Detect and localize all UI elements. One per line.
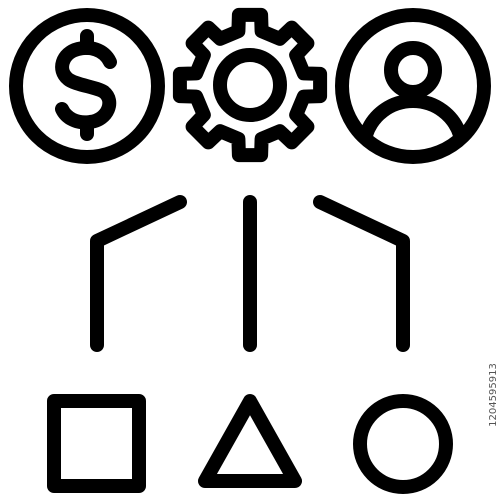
dollar-sign-s-icon (55, 40, 117, 130)
dollar-coin-icon (9, 8, 165, 164)
triangle-shape-icon (198, 394, 302, 488)
user-profile-icon (335, 8, 491, 164)
left-bent-connector (90, 195, 187, 352)
user-head-icon (384, 41, 442, 99)
right-bent-connector (313, 195, 410, 352)
watermark-id-text: 1204595913 (488, 363, 499, 427)
coin-outline (9, 8, 165, 164)
gear-hub (213, 48, 287, 122)
square-shape-icon (47, 394, 146, 493)
user-shoulders-icon (359, 94, 467, 142)
gear-icon (172, 7, 328, 163)
gear-outline (172, 7, 328, 163)
profile-outline (335, 8, 491, 164)
circle-shape-icon (353, 394, 453, 494)
